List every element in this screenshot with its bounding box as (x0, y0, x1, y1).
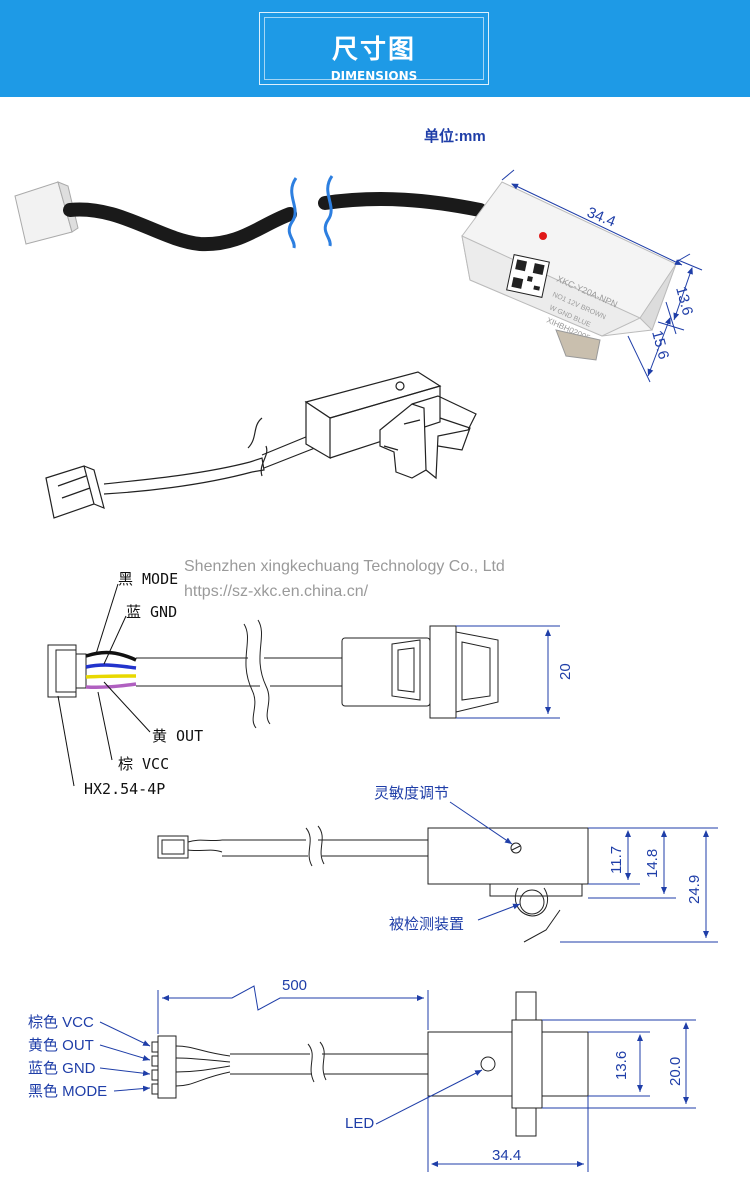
watermark-company: Shenzhen xingkechuang Technology Co., Lt… (184, 558, 505, 575)
led-indicator (539, 232, 547, 240)
wire-label-out: 黄 OUT (152, 727, 203, 745)
pin-label-mode: 黑色 MODE (28, 1083, 107, 1100)
dim-top-length: 34.4 (492, 1147, 521, 1164)
product-photo: XKC-Y20A-NPN NO1 12V BROWN W GND BLUE XI… (14, 175, 677, 361)
connector-type-label: HX2.54-4P (84, 780, 165, 798)
page-title: 尺寸图 (331, 35, 416, 65)
led-label: LED (345, 1115, 374, 1132)
isometric-drawing (45, 371, 477, 519)
dim-top-1: 13.6 (613, 1051, 630, 1080)
dim-top-2: 20.0 (667, 1057, 684, 1086)
wiring-diagram: 20 黑 MODE 蓝 GND 黄 OUT 棕 VCC HX2.54-4P (47, 570, 574, 798)
side-view: 11.7 14.8 24.9 灵敏度调节 被检测装置 (157, 785, 718, 943)
detected-object-label: 被检测装置 (389, 916, 464, 933)
pin-label-gnd: 蓝色 GND (28, 1060, 96, 1077)
wire-label-gnd: 蓝 GND (126, 603, 177, 621)
dim-side-1: 11.7 (608, 846, 625, 874)
wire-label-vcc: 棕 VCC (118, 755, 169, 773)
dim-depth: 15.6 (648, 329, 672, 362)
top-view: 500 34.4 13.6 20.0 棕色 VCC 黄色 OUT 蓝色 GND … (28, 977, 696, 1172)
pin-label-vcc: 棕色 VCC (28, 1014, 94, 1031)
cable-length: 500 (282, 977, 307, 994)
pin-label-out: 黄色 OUT (28, 1037, 94, 1054)
title-frame: 尺寸图 DIMENSIONS (259, 12, 489, 85)
sensitivity-label: 灵敏度调节 (374, 785, 449, 802)
wire-label-mode: 黑 MODE (118, 570, 178, 588)
dim-width: 20 (557, 663, 574, 680)
photo-dimensions: 34.4 13.6 15.6 (501, 169, 703, 383)
dim-side-3: 24.9 (686, 875, 703, 904)
dim-side-2: 14.8 (644, 849, 661, 878)
watermark-url: https://sz-xkc.en.china.cn/ (184, 583, 369, 600)
unit-label: 单位:mm (424, 127, 486, 145)
page-subtitle: DIMENSIONS (330, 69, 418, 83)
header-banner: 尺寸图 DIMENSIONS (0, 0, 750, 97)
dim-height: 13.6 (672, 285, 696, 318)
